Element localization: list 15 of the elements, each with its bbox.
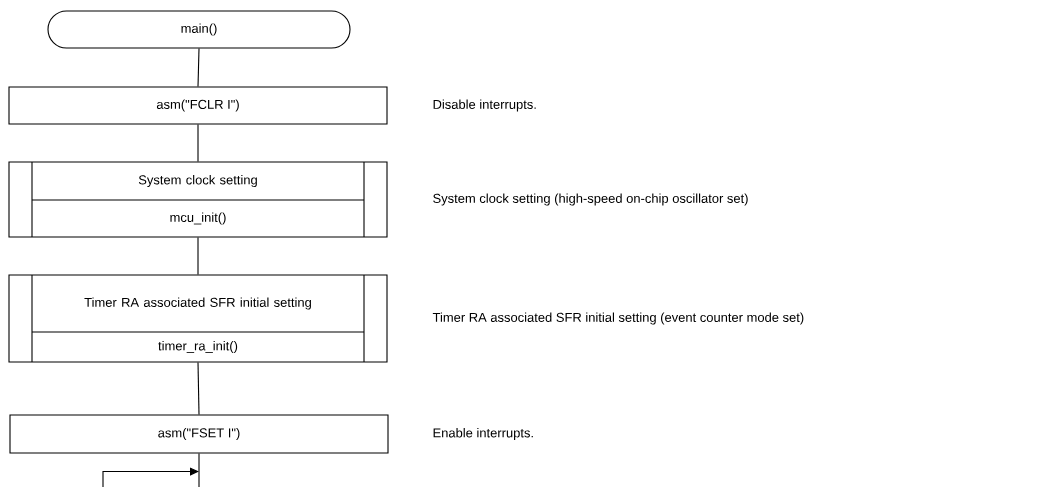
terminal-box: main(): [47, 10, 351, 49]
connector-line: [197, 237, 199, 275]
annotation-text: System clock setting (high-speed on-chip oscillator set): [433, 193, 748, 206]
loop-arrow: [102, 467, 199, 487]
subroutine-box: System clock setting mcu_init(): [8, 161, 388, 238]
subroutine-box: Timer RA associated SFR initial setting timer_ra_init(): [8, 274, 388, 363]
process-box: asm("FSET I"): [9, 414, 389, 454]
annotation-text: Timer RA associated SFR initial setting (event counter mode set): [432, 312, 804, 325]
connector-line: [198, 453, 200, 487]
connector-line: [197, 124, 199, 162]
annotation-text: Enable interrupts.: [433, 427, 533, 441]
connector-line: [197, 48, 200, 87]
annotation-text: Disable interrupts.: [433, 99, 536, 112]
connector-line: [197, 362, 200, 415]
process-box: asm("FCLR I"): [8, 86, 388, 125]
